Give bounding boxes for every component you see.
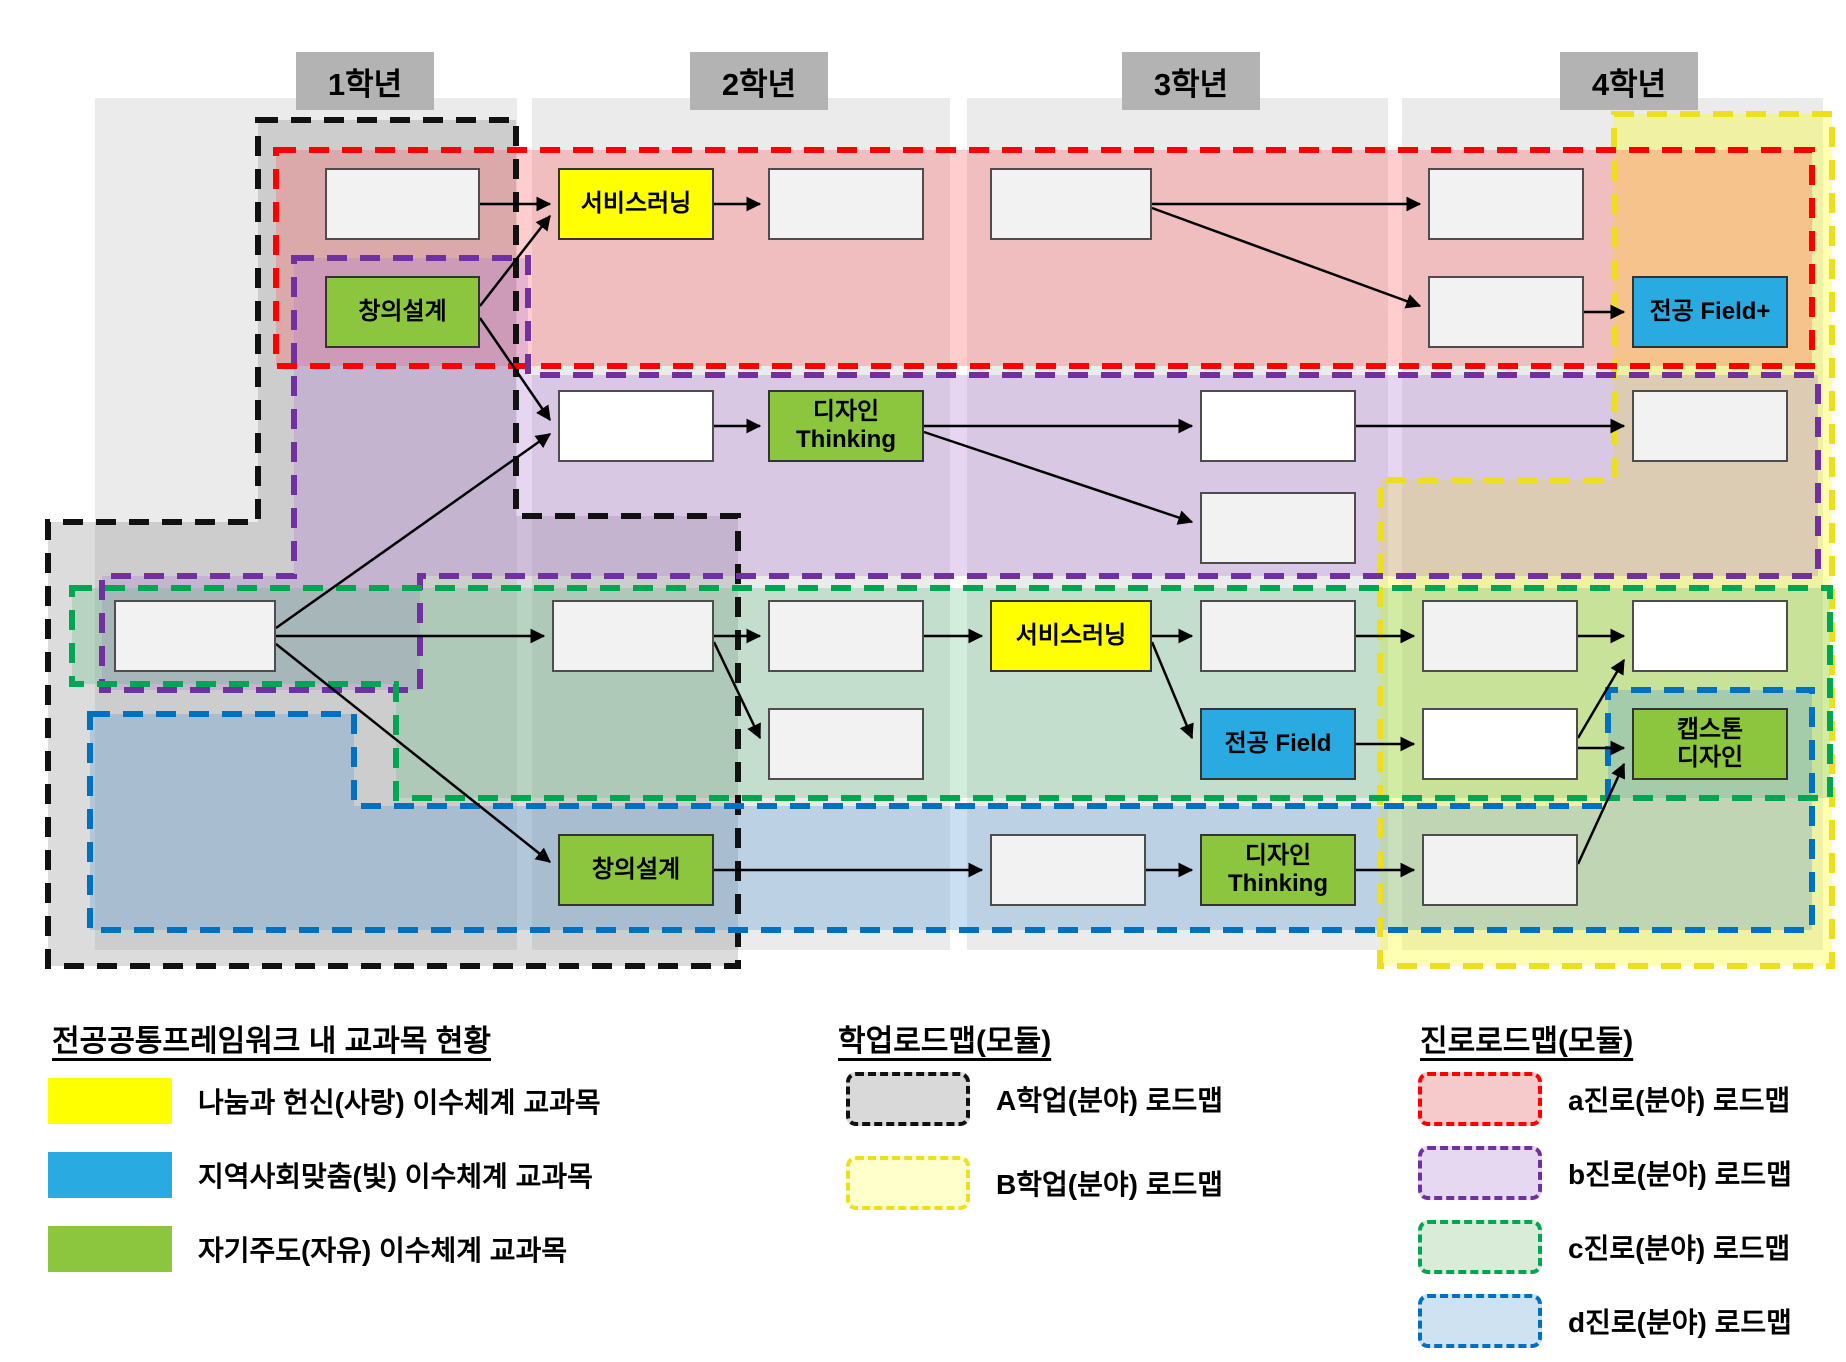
- flow-arrow: [275, 643, 551, 863]
- flow-arrow: [275, 432, 552, 630]
- career-a-swatch: [1418, 1072, 1542, 1126]
- year4-header: 4학년: [1560, 52, 1698, 110]
- region-career-c-border: [69, 585, 1833, 801]
- flow-arrow: [1576, 762, 1626, 865]
- legend-label: B학업(분야) 로드맵: [996, 1169, 1223, 1200]
- legend-career-title: 진로로드맵(모듈): [1420, 1025, 1634, 1058]
- course-box-y3-row3: [1200, 600, 1356, 672]
- course-box-y2-row4: [768, 708, 924, 780]
- course-box-major-field-plus: 전공 Field+: [1632, 276, 1788, 348]
- legend-item-sharing-yellow: 나눔과 헌신(사랑) 이수체계 교과목: [48, 1078, 601, 1124]
- course-box-design-thinking-y2: 디자인 Thinking: [768, 390, 924, 462]
- legend-item-module-a: A학업(분야) 로드맵: [846, 1072, 1223, 1126]
- course-box-y4-top1: [1428, 168, 1584, 240]
- region-career-c-fill: [72, 588, 1830, 798]
- flow-arrow: [712, 641, 762, 740]
- course-box-y1-mid: [114, 600, 276, 672]
- course-box-capstone-design: 캡스톤 디자인: [1632, 708, 1788, 780]
- course-box-y1-top: [325, 168, 480, 240]
- legend-label: a진로(분야) 로드맵: [1568, 1085, 1791, 1116]
- course-box-major-field: 전공 Field: [1200, 708, 1356, 780]
- blue-course-swatch: [48, 1152, 172, 1198]
- flow-arrow: [478, 317, 552, 422]
- green-course-swatch: [48, 1226, 172, 1272]
- career-b-swatch: [1418, 1146, 1542, 1200]
- course-box-creative-design-y2: 창의설계: [558, 834, 714, 906]
- course-box-y3-row2b: [1200, 492, 1356, 564]
- legend-label: b진로(분야) 로드맵: [1568, 1159, 1792, 1190]
- course-box-y4-row2: [1632, 390, 1788, 462]
- legend-label: A학업(분야) 로드맵: [996, 1085, 1223, 1116]
- legend-item-career-a: a진로(분야) 로드맵: [1418, 1072, 1790, 1126]
- region-career-a-border: [273, 147, 1815, 369]
- career-c-swatch: [1418, 1220, 1542, 1274]
- legend-item-community-blue: 지역사회맞춤(빛) 이수체계 교과목: [48, 1152, 593, 1198]
- course-box-service-learning-y2: 서비스러닝: [558, 168, 714, 240]
- career-d-swatch: [1418, 1294, 1542, 1348]
- region-career-d-border: [87, 687, 1815, 933]
- flow-arrow: [1151, 206, 1422, 309]
- yellow-course-swatch: [48, 1078, 172, 1124]
- course-box-y3-top: [990, 168, 1152, 240]
- region-academic-a-border: [45, 117, 741, 969]
- module-a-swatch: [846, 1072, 970, 1126]
- legend-label: 지역사회맞춤(빛) 이수체계 교과목: [198, 1161, 593, 1192]
- region-career-b-fill: [102, 258, 1818, 690]
- course-box-y2-top2: [768, 168, 924, 240]
- course-box-creative-design-y1: 창의설계: [325, 276, 480, 348]
- year1-header: 1학년: [296, 52, 434, 110]
- legend-item-module-b: B학업(분야) 로드맵: [846, 1156, 1223, 1210]
- region-academic-a-fill: [48, 120, 738, 966]
- legend-item-career-c: c진로(분야) 로드맵: [1418, 1220, 1790, 1274]
- course-box-y2-row3b: [768, 600, 924, 672]
- legend-label: 자기주도(자유) 이수체계 교과목: [198, 1235, 568, 1266]
- course-box-y4-top2: [1428, 276, 1584, 348]
- year2-header: 2학년: [690, 52, 828, 110]
- legend-framework-title: 전공공통프레임워크 내 교과목 현황: [52, 1025, 492, 1058]
- course-box-y4-row4a: [1422, 708, 1578, 780]
- legend-item-self-directed-green: 자기주도(자유) 이수체계 교과목: [48, 1226, 567, 1272]
- course-box-y4-row5: [1422, 834, 1578, 906]
- legend-label: c진로(분야) 로드맵: [1568, 1233, 1791, 1264]
- course-box-y4-row3a: [1422, 600, 1578, 672]
- legend-item-career-b: b진로(분야) 로드맵: [1418, 1146, 1792, 1200]
- flow-arrow: [1150, 641, 1194, 740]
- legend-label: d진로(분야) 로드맵: [1568, 1307, 1792, 1338]
- flow-arrows: [275, 196, 1626, 878]
- flow-arrow: [1576, 658, 1626, 739]
- course-box-y3-row5: [990, 834, 1146, 906]
- course-box-design-thinking-y3: 디자인 Thinking: [1200, 834, 1356, 906]
- module-region-borders: [45, 111, 1835, 969]
- year3-header: 3학년: [1122, 52, 1260, 110]
- course-box-y2-row2: [558, 390, 714, 462]
- legend-academic-title: 학업로드맵(모듈): [838, 1025, 1052, 1058]
- course-box-service-learning-y3: 서비스러닝: [990, 600, 1152, 672]
- course-box-y3-row2: [1200, 390, 1356, 462]
- course-box-y2-row3a: [552, 600, 714, 672]
- module-b-swatch: [846, 1156, 970, 1210]
- flow-arrow: [923, 430, 1194, 525]
- region-academic-b-border: [1377, 111, 1835, 969]
- flow-arrow: [479, 215, 551, 307]
- legend-item-career-d: d진로(분야) 로드맵: [1418, 1294, 1792, 1348]
- legend-label: 나눔과 헌신(사랑) 이수체계 교과목: [198, 1087, 601, 1118]
- region-career-b-border: [99, 255, 1821, 693]
- course-box-y4-row3b: [1632, 600, 1788, 672]
